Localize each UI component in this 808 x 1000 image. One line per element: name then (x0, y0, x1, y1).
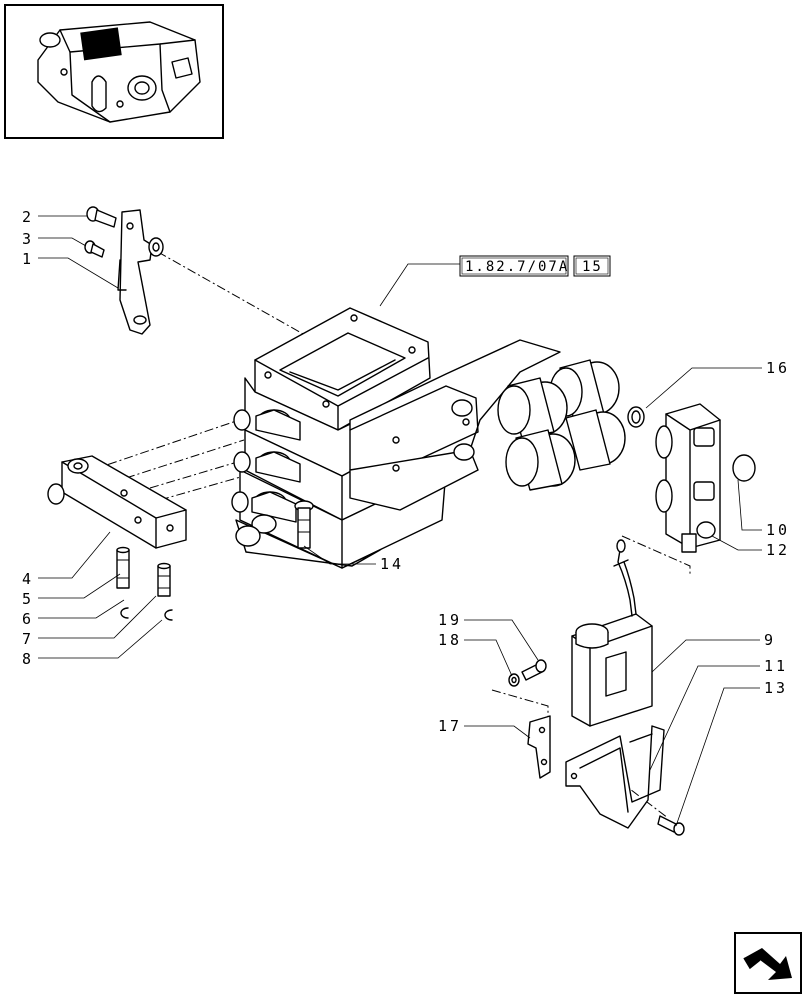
callout-2: 2 (22, 208, 34, 226)
callout-14: 14 (380, 555, 404, 573)
reference-code: 1.82.7/07A (465, 259, 569, 275)
control-valve-assembly (231, 307, 626, 569)
callout-9: 9 (764, 631, 776, 649)
part-5-pin (116, 546, 130, 589)
callout-1: 1 (22, 250, 34, 268)
callout-17: 17 (438, 717, 462, 735)
part-16-seal-ring (627, 406, 645, 428)
part-13-screw (657, 815, 685, 836)
callout-12: 12 (766, 541, 790, 559)
callout-labels: 2 3 1 4 5 6 7 8 14 16 10 12 9 11 13 19 1… (22, 208, 790, 735)
callout-4: 4 (22, 570, 34, 588)
part-9-reservoir (571, 539, 653, 727)
part-19-bolt (521, 659, 547, 681)
part-6-clip (120, 607, 129, 619)
part-10-cap (732, 454, 756, 482)
part-8-clip (164, 609, 173, 621)
callout-5: 5 (22, 590, 34, 608)
assembly-lines (91, 251, 691, 819)
part-11-support-bracket (565, 725, 665, 829)
location-thumbnail[interactable] (4, 4, 224, 139)
callout-3: 3 (22, 230, 34, 248)
callout-19: 19 (438, 611, 462, 629)
quick-couplers (497, 359, 626, 491)
callout-18: 18 (438, 631, 462, 649)
part-1-bracket (117, 209, 164, 335)
callout-11: 11 (764, 657, 788, 675)
part-12-coupler-cover (655, 403, 721, 553)
callout-7: 7 (22, 630, 34, 648)
part-3-screw (84, 240, 105, 258)
part-4-lever-plate (47, 455, 187, 549)
callout-6: 6 (22, 610, 34, 628)
reference-page: 15 (582, 259, 603, 275)
cross-reference-link[interactable]: 1.82.7/07A 15 (459, 255, 611, 277)
part-7-pin (157, 562, 171, 597)
callout-16: 16 (766, 359, 790, 377)
part-2-screw (86, 206, 117, 228)
callout-8: 8 (22, 650, 34, 668)
callout-leaders (38, 215, 762, 827)
part-14-bolt (294, 500, 314, 549)
callout-10: 10 (766, 521, 790, 539)
spool-ends (231, 409, 301, 547)
next-page-arrow-icon[interactable] (734, 932, 802, 994)
thumbnail-assembly-drawing (37, 21, 201, 123)
callout-13: 13 (764, 679, 788, 697)
part-18-washer (508, 673, 520, 687)
part-17-mounting-plate (527, 715, 551, 779)
